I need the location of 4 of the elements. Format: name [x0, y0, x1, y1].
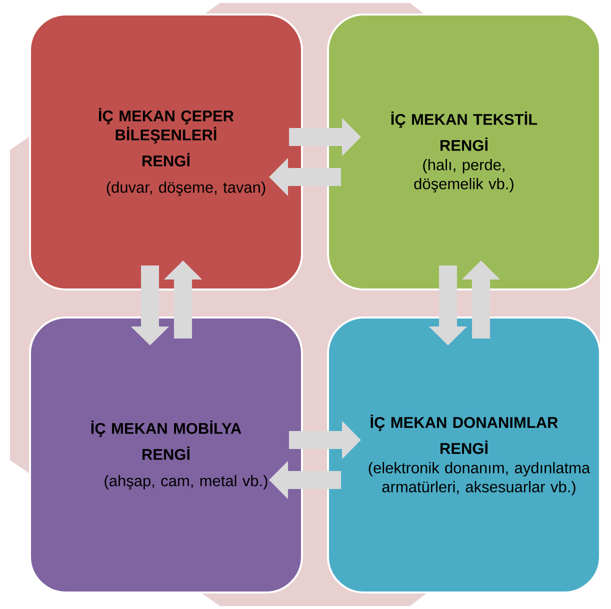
color-box: İÇ MEKAN DONANIMLAR RENGİ (elektronik donanım, aydınlatma armatürleri, aksesuarlar vb.) — [327, 316, 601, 594]
color-box: İÇ MEKAN TEKSTİL RENGİ (halı, perde, döşemelik vb.) — [327, 14, 601, 290]
color-box: İÇ MEKAN ÇEPER BİLEŞENLERİ RENGİ (duvar, döşeme, tavan) — [29, 14, 303, 290]
color-box: İÇ MEKAN MOBİLYA RENGİ (ahşap, cam, metal vb.) — [29, 316, 303, 594]
